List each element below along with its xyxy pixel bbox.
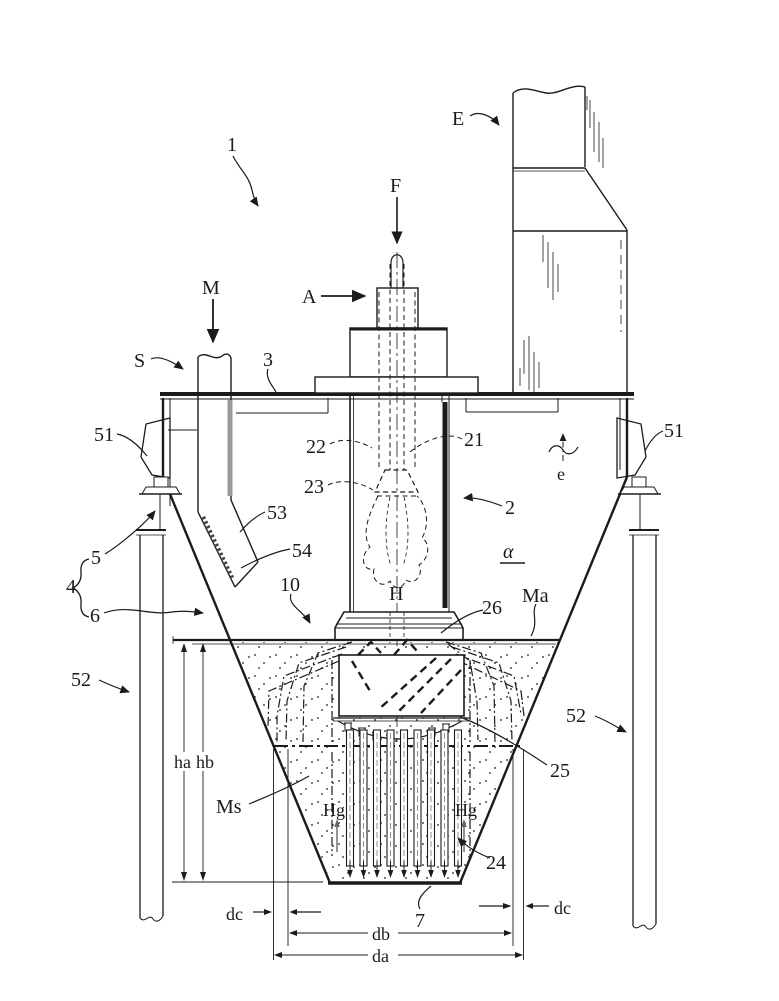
brace-4 (71, 558, 90, 618)
reference-labels: 1 F A M S E 3 22 21 23 2 e α H 53 54 (66, 108, 684, 932)
label-ref-26: 26 (482, 597, 502, 619)
label-ref-21: 21 (464, 429, 484, 451)
label-ref-51-right: 51 (664, 420, 684, 442)
tube-bundle (334, 729, 467, 878)
label-dimension-dc-right: dc (554, 898, 571, 918)
label-ref-7: 7 (415, 910, 425, 932)
label-ref-6: 6 (90, 605, 100, 627)
label-flow-A: A (302, 286, 317, 308)
label-angle-alpha: α (503, 541, 514, 563)
bell-outlet (334, 611, 464, 641)
rotation-axis-icon (548, 433, 579, 461)
label-axis-e: e (557, 464, 565, 484)
support-right (616, 417, 661, 930)
label-ref-2: 2 (505, 497, 515, 519)
label-flow-M: M (202, 277, 220, 299)
feed-pipe-chute (197, 353, 259, 588)
label-Ms: Ms (216, 796, 242, 818)
label-ref-24: 24 (486, 852, 506, 874)
gas-flow-curves (267, 641, 525, 856)
label-flow-F: F (390, 175, 401, 197)
central-tube (349, 393, 450, 612)
label-ref-53: 53 (267, 502, 287, 524)
nozzle-and-flame (363, 469, 429, 589)
label-ref-10: 10 (280, 574, 300, 596)
label-ref-3: 3 (263, 349, 273, 371)
label-dimension-hb: hb (196, 752, 214, 772)
label-ref-25: 25 (550, 760, 570, 782)
dimension-annotations: ha hb dc dc db da (170, 643, 571, 966)
label-dimension-ha: ha (174, 752, 191, 772)
label-ref-1: 1 (227, 134, 237, 156)
label-ref-5: 5 (91, 547, 101, 569)
label-flame-H: H (389, 583, 403, 605)
label-ref-54: 54 (292, 540, 312, 562)
tube-outlet-arrows (347, 861, 461, 878)
label-Hg-right: Hg (455, 800, 477, 820)
label-dimension-da: da (372, 946, 389, 966)
chute-hatch-band (200, 516, 236, 581)
label-ref-4: 4 (66, 576, 76, 598)
label-dimension-db: db (372, 924, 390, 944)
label-ref-23: 23 (304, 476, 324, 498)
support-left (136, 417, 182, 922)
box-flow-chevrons (350, 638, 462, 714)
label-ref-22: 22 (306, 436, 326, 458)
lance-assembly (314, 252, 479, 742)
pipe-wall-shading (227, 400, 233, 496)
tube-inner-lines (349, 733, 459, 863)
label-flow-S: S (134, 350, 145, 372)
label-ref-51-left: 51 (94, 424, 114, 446)
label-Hg-left: Hg (323, 800, 345, 820)
exhaust-duct (512, 85, 628, 393)
label-ref-52-left: 52 (71, 669, 91, 691)
tube-wall-dark-band (442, 402, 448, 608)
duct-shading-strokes (519, 96, 604, 392)
label-dimension-dc-left: dc (226, 904, 243, 924)
label-ref-52-right: 52 (566, 705, 586, 727)
label-Ma: Ma (522, 585, 549, 607)
label-flow-E: E (452, 108, 464, 130)
